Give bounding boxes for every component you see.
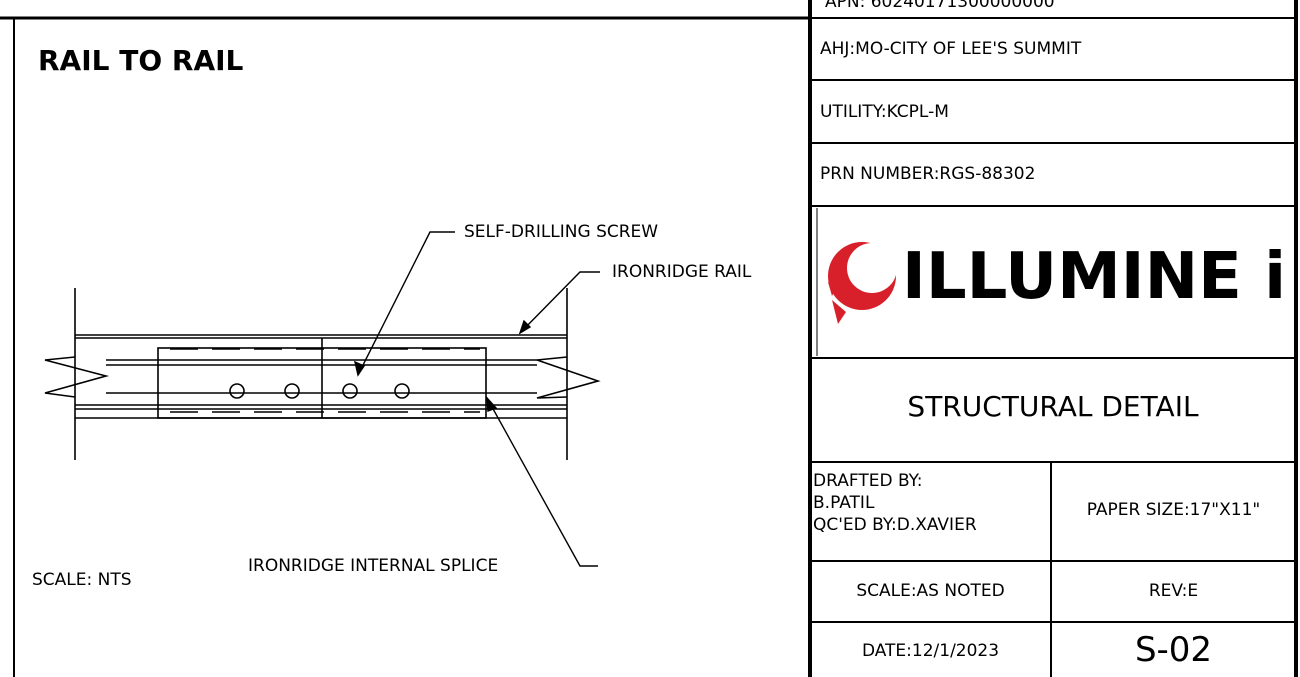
utility-text: UTILITY:KCPL-M xyxy=(820,102,949,122)
company-logo-text: ILLUMINE i xyxy=(902,240,1287,314)
drafted-block: DRAFTED BY: B.PATIL QC'ED BY:D.XAVIER xyxy=(813,470,977,536)
qc-name: QC'ED BY:D.XAVIER xyxy=(813,515,977,535)
date-text: DATE:12/1/2023 xyxy=(861,641,1000,661)
callout-internal-splice: IRONRIDGE INTERNAL SPLICE xyxy=(248,556,499,576)
rev-text: REV:E xyxy=(1148,581,1199,601)
leader-lines xyxy=(354,231,600,567)
prn-text: PRN NUMBER:RGS-88302 xyxy=(820,164,1036,184)
scale-text: SCALE:AS NOTED xyxy=(856,581,1005,601)
detail-title: RAIL TO RAIL xyxy=(38,44,244,77)
logo-swirl xyxy=(828,242,897,324)
drafted-label: DRAFTED BY: xyxy=(813,471,923,491)
sheet-title: STRUCTURAL DETAIL xyxy=(907,390,1199,423)
title-block-grid xyxy=(810,17,1296,677)
rail-splice-detail xyxy=(44,288,601,460)
callout-self-drilling-screw: SELF-DRILLING SCREW xyxy=(464,222,659,242)
paper-size-text: PAPER SIZE:17"X11" xyxy=(1086,500,1261,520)
detail-scale: SCALE: NTS xyxy=(32,570,132,590)
callout-ironridge-rail: IRONRIDGE RAIL xyxy=(612,262,752,282)
ahj-text: AHJ:MO-CITY OF LEE'S SUMMIT xyxy=(820,39,1082,59)
sheet-number: S-02 xyxy=(1134,630,1213,670)
drafted-name: B.PATIL xyxy=(813,493,875,513)
apn-text: APN: 60240171300000000 xyxy=(825,0,1055,12)
